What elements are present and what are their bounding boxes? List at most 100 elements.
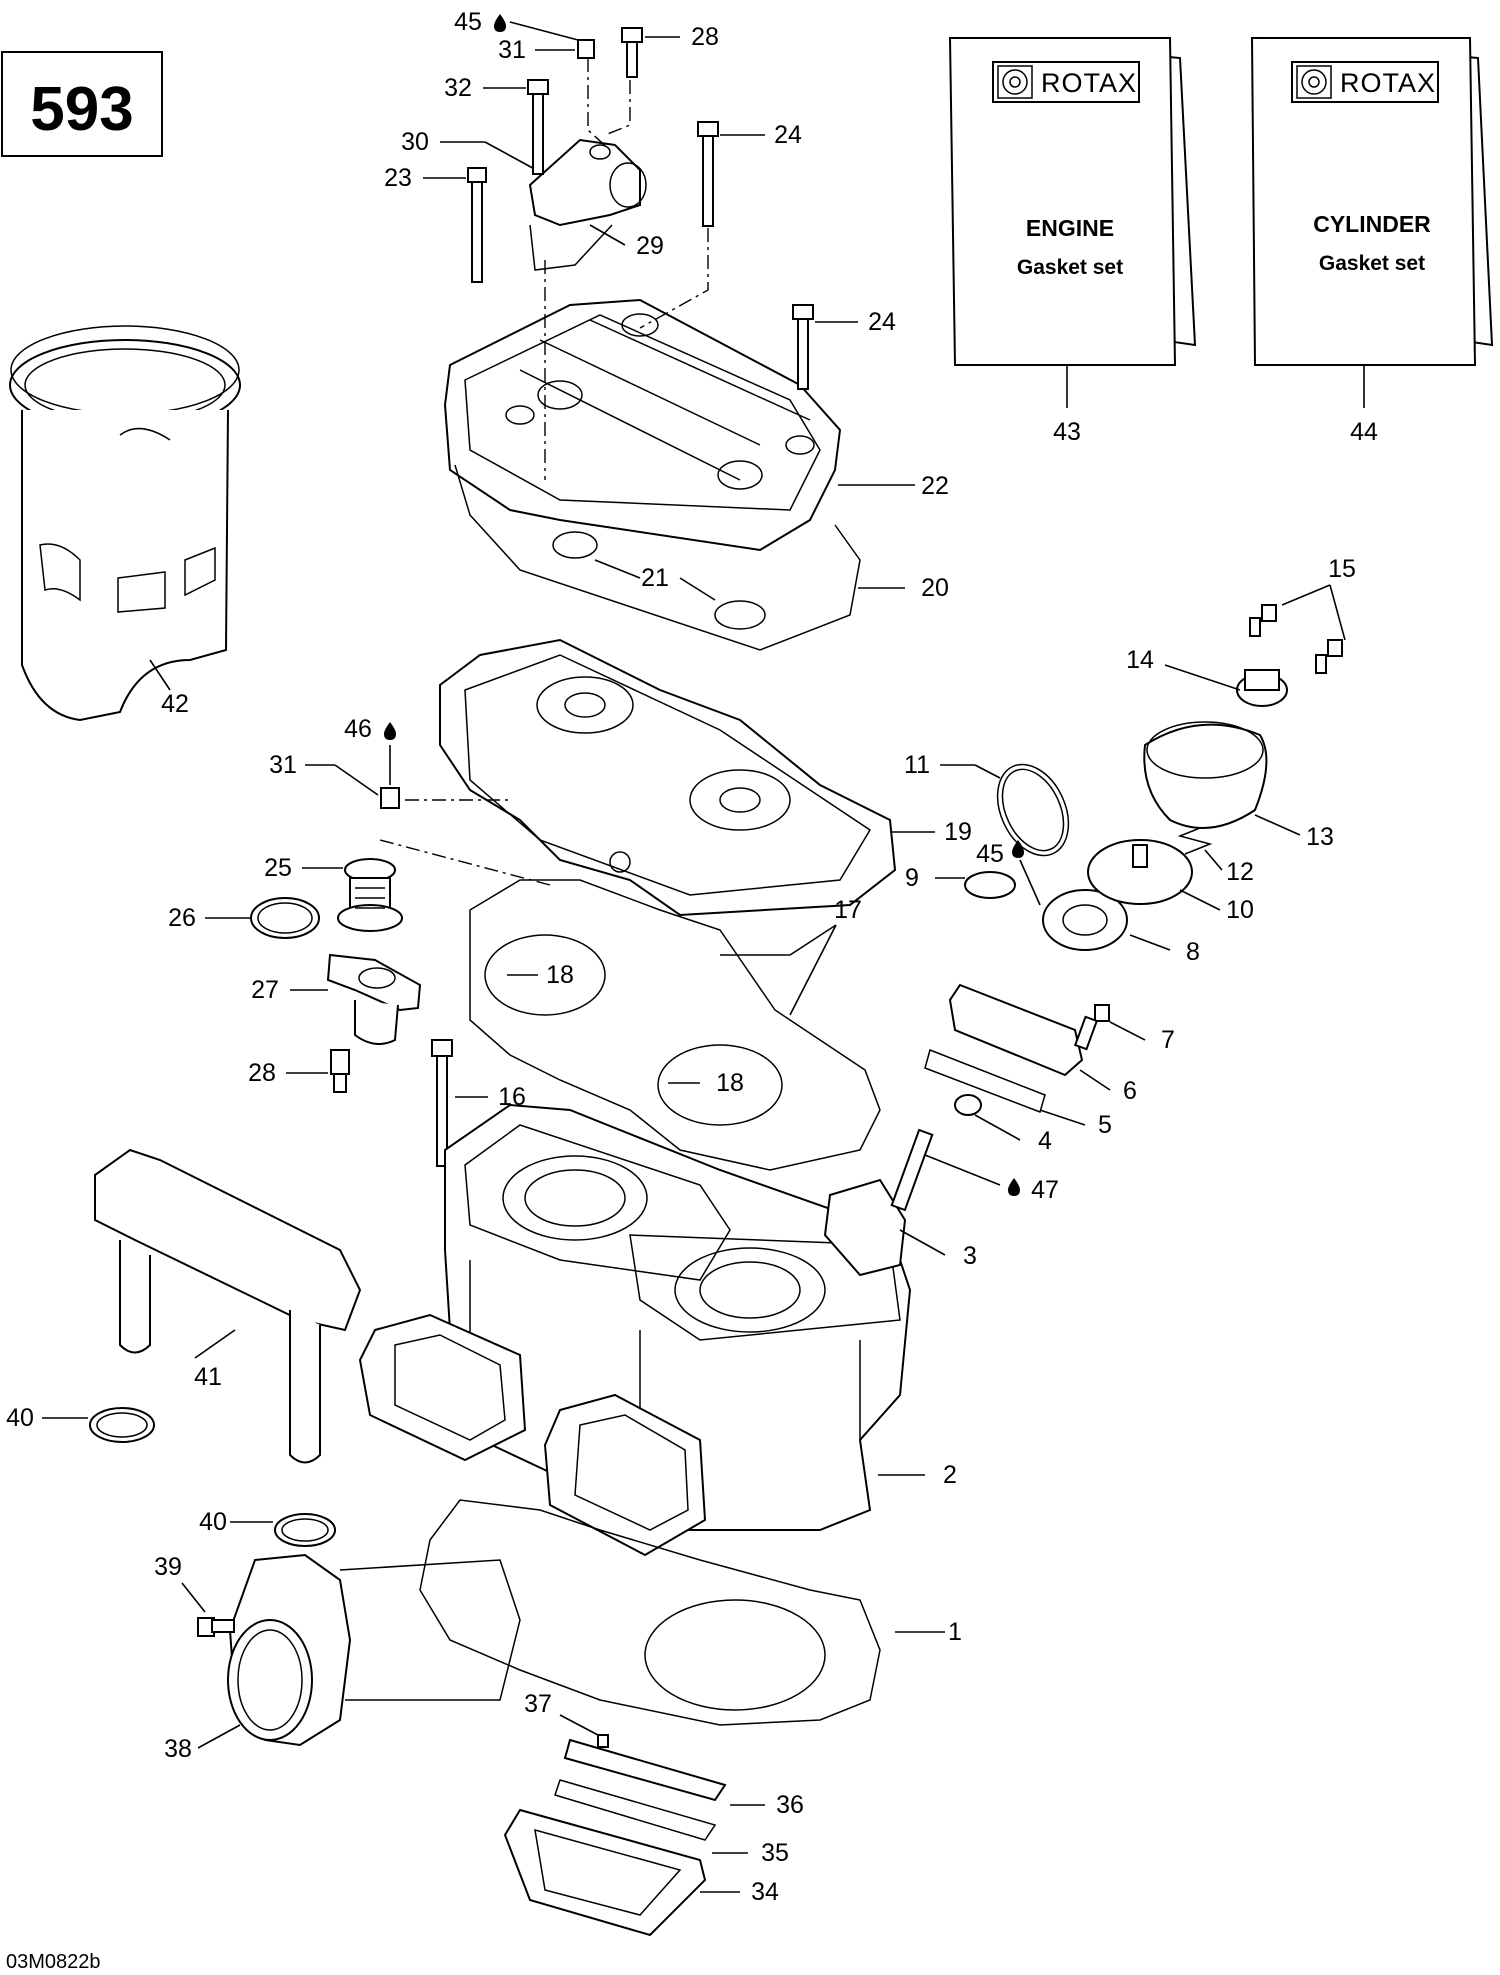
callout-21: 21 <box>641 564 669 592</box>
intake-adapter <box>227 1553 521 1747</box>
cap-14 <box>1236 669 1288 707</box>
callout-40-lower: 40 <box>199 1508 227 1536</box>
callout-28-top: 28 <box>691 23 719 51</box>
callout-17: 17 <box>834 896 862 924</box>
callout-22: 22 <box>921 472 949 500</box>
callout-39: 39 <box>154 1553 182 1581</box>
callout-24-upper: 24 <box>774 121 802 149</box>
callout-47: 47 <box>1031 1176 1059 1204</box>
callout-4: 4 <box>1038 1127 1052 1155</box>
callout-26: 26 <box>168 904 196 932</box>
rotax-logo-icon <box>1301 69 1327 95</box>
callout-13: 13 <box>1306 823 1334 851</box>
callout-7: 7 <box>1161 1026 1175 1054</box>
callout-46: 46 <box>344 715 372 743</box>
exhaust-valve-blade <box>823 1128 934 1277</box>
callout-1: 1 <box>948 1618 962 1646</box>
thermostat-housing <box>326 953 422 1045</box>
plug-31-top <box>577 39 595 59</box>
bolt-39 <box>197 1617 235 1637</box>
kit-subtitle: Gasket set <box>1319 252 1425 275</box>
callout-10: 10 <box>1226 896 1254 924</box>
combustion-seal-ring <box>484 934 606 1016</box>
page-number: 593 <box>30 75 133 144</box>
callout-29: 29 <box>636 232 664 260</box>
kit-brand: ROTAX <box>1340 68 1436 98</box>
valve-diaphragm <box>1087 839 1193 905</box>
callout-41: 41 <box>194 1363 222 1391</box>
callout-18-upper: 18 <box>546 961 574 989</box>
bolt-32 <box>527 79 549 175</box>
rotax-logo-icon <box>1002 69 1028 95</box>
head-gasket <box>469 879 881 1171</box>
callout-40-upper: 40 <box>6 1404 34 1432</box>
reed-stop <box>563 1738 727 1802</box>
thermostat <box>337 858 403 932</box>
screw-7 <box>1073 1004 1110 1051</box>
callout-45-top: 45 <box>454 8 482 36</box>
bolt-23 <box>467 167 487 283</box>
oil-drop-icon <box>1012 840 1024 858</box>
callout-15: 15 <box>1328 555 1356 583</box>
callout-35: 35 <box>761 1839 789 1867</box>
page-number-box: 593 <box>1 51 163 157</box>
bolt-28-side <box>330 1049 350 1093</box>
valve-piston <box>1042 889 1128 951</box>
kit-title: ENGINE <box>1026 215 1114 241</box>
screw-37 <box>597 1734 609 1748</box>
plug-31-side <box>380 787 400 809</box>
valve-gasket <box>924 1048 1046 1113</box>
cylinder-sleeve <box>9 325 241 722</box>
callout-8: 8 <box>1186 938 1200 966</box>
valve-cover <box>1143 721 1268 829</box>
water-manifold <box>94 1148 362 1464</box>
callout-9: 9 <box>905 864 919 892</box>
bolt-24-upper <box>697 121 719 227</box>
callout-23: 23 <box>384 164 412 192</box>
reed-block <box>503 1808 707 1937</box>
valve-housing <box>948 983 1084 1077</box>
hose-clamp-lower <box>274 1513 336 1547</box>
o-ring <box>552 531 598 559</box>
water-outlet-housing <box>528 138 647 271</box>
callout-42: 42 <box>161 690 189 718</box>
callout-37: 37 <box>524 1690 552 1718</box>
o-ring <box>714 600 766 630</box>
base-gasket <box>419 1499 881 1726</box>
cylinder-head <box>439 638 897 917</box>
callout-6: 6 <box>1123 1077 1137 1105</box>
callout-25: 25 <box>264 854 292 882</box>
oil-drop-icon <box>494 14 506 32</box>
callout-34: 34 <box>751 1878 779 1906</box>
callout-36: 36 <box>776 1791 804 1819</box>
kit-title: CYLINDER <box>1313 211 1431 237</box>
callout-28-side: 28 <box>248 1059 276 1087</box>
thermostat-seal-ring <box>250 897 320 939</box>
callout-2: 2 <box>943 1461 957 1489</box>
oil-drop-icon <box>1008 1178 1020 1196</box>
callout-20: 20 <box>921 574 949 602</box>
callout-44: 44 <box>1350 418 1378 446</box>
bolt-28-top <box>621 27 643 78</box>
combustion-seal-ring <box>657 1044 783 1126</box>
callout-31-top: 31 <box>498 36 526 64</box>
callout-19: 19 <box>944 818 972 846</box>
callout-31-side: 31 <box>269 751 297 779</box>
callout-11: 11 <box>904 751 930 779</box>
callout-27: 27 <box>251 976 279 1004</box>
valve-seal <box>954 1094 982 1116</box>
hose-clamp-upper <box>89 1407 155 1443</box>
cylinder-gasket-kit: ROTAX CYLINDER Gasket set 44 <box>1250 36 1494 446</box>
callout-45-side: 45 <box>976 840 1004 868</box>
callout-18-lower: 18 <box>716 1069 744 1097</box>
callout-24-side: 24 <box>868 308 896 336</box>
callout-32: 32 <box>444 74 472 102</box>
screw-15-b <box>1315 639 1343 674</box>
bolt-16 <box>431 1039 453 1167</box>
kit-brand: ROTAX <box>1041 68 1137 98</box>
screw-15-a <box>1249 604 1277 637</box>
callout-30: 30 <box>401 128 429 156</box>
bolt-24-side <box>792 304 814 390</box>
callout-43: 43 <box>1053 418 1081 446</box>
